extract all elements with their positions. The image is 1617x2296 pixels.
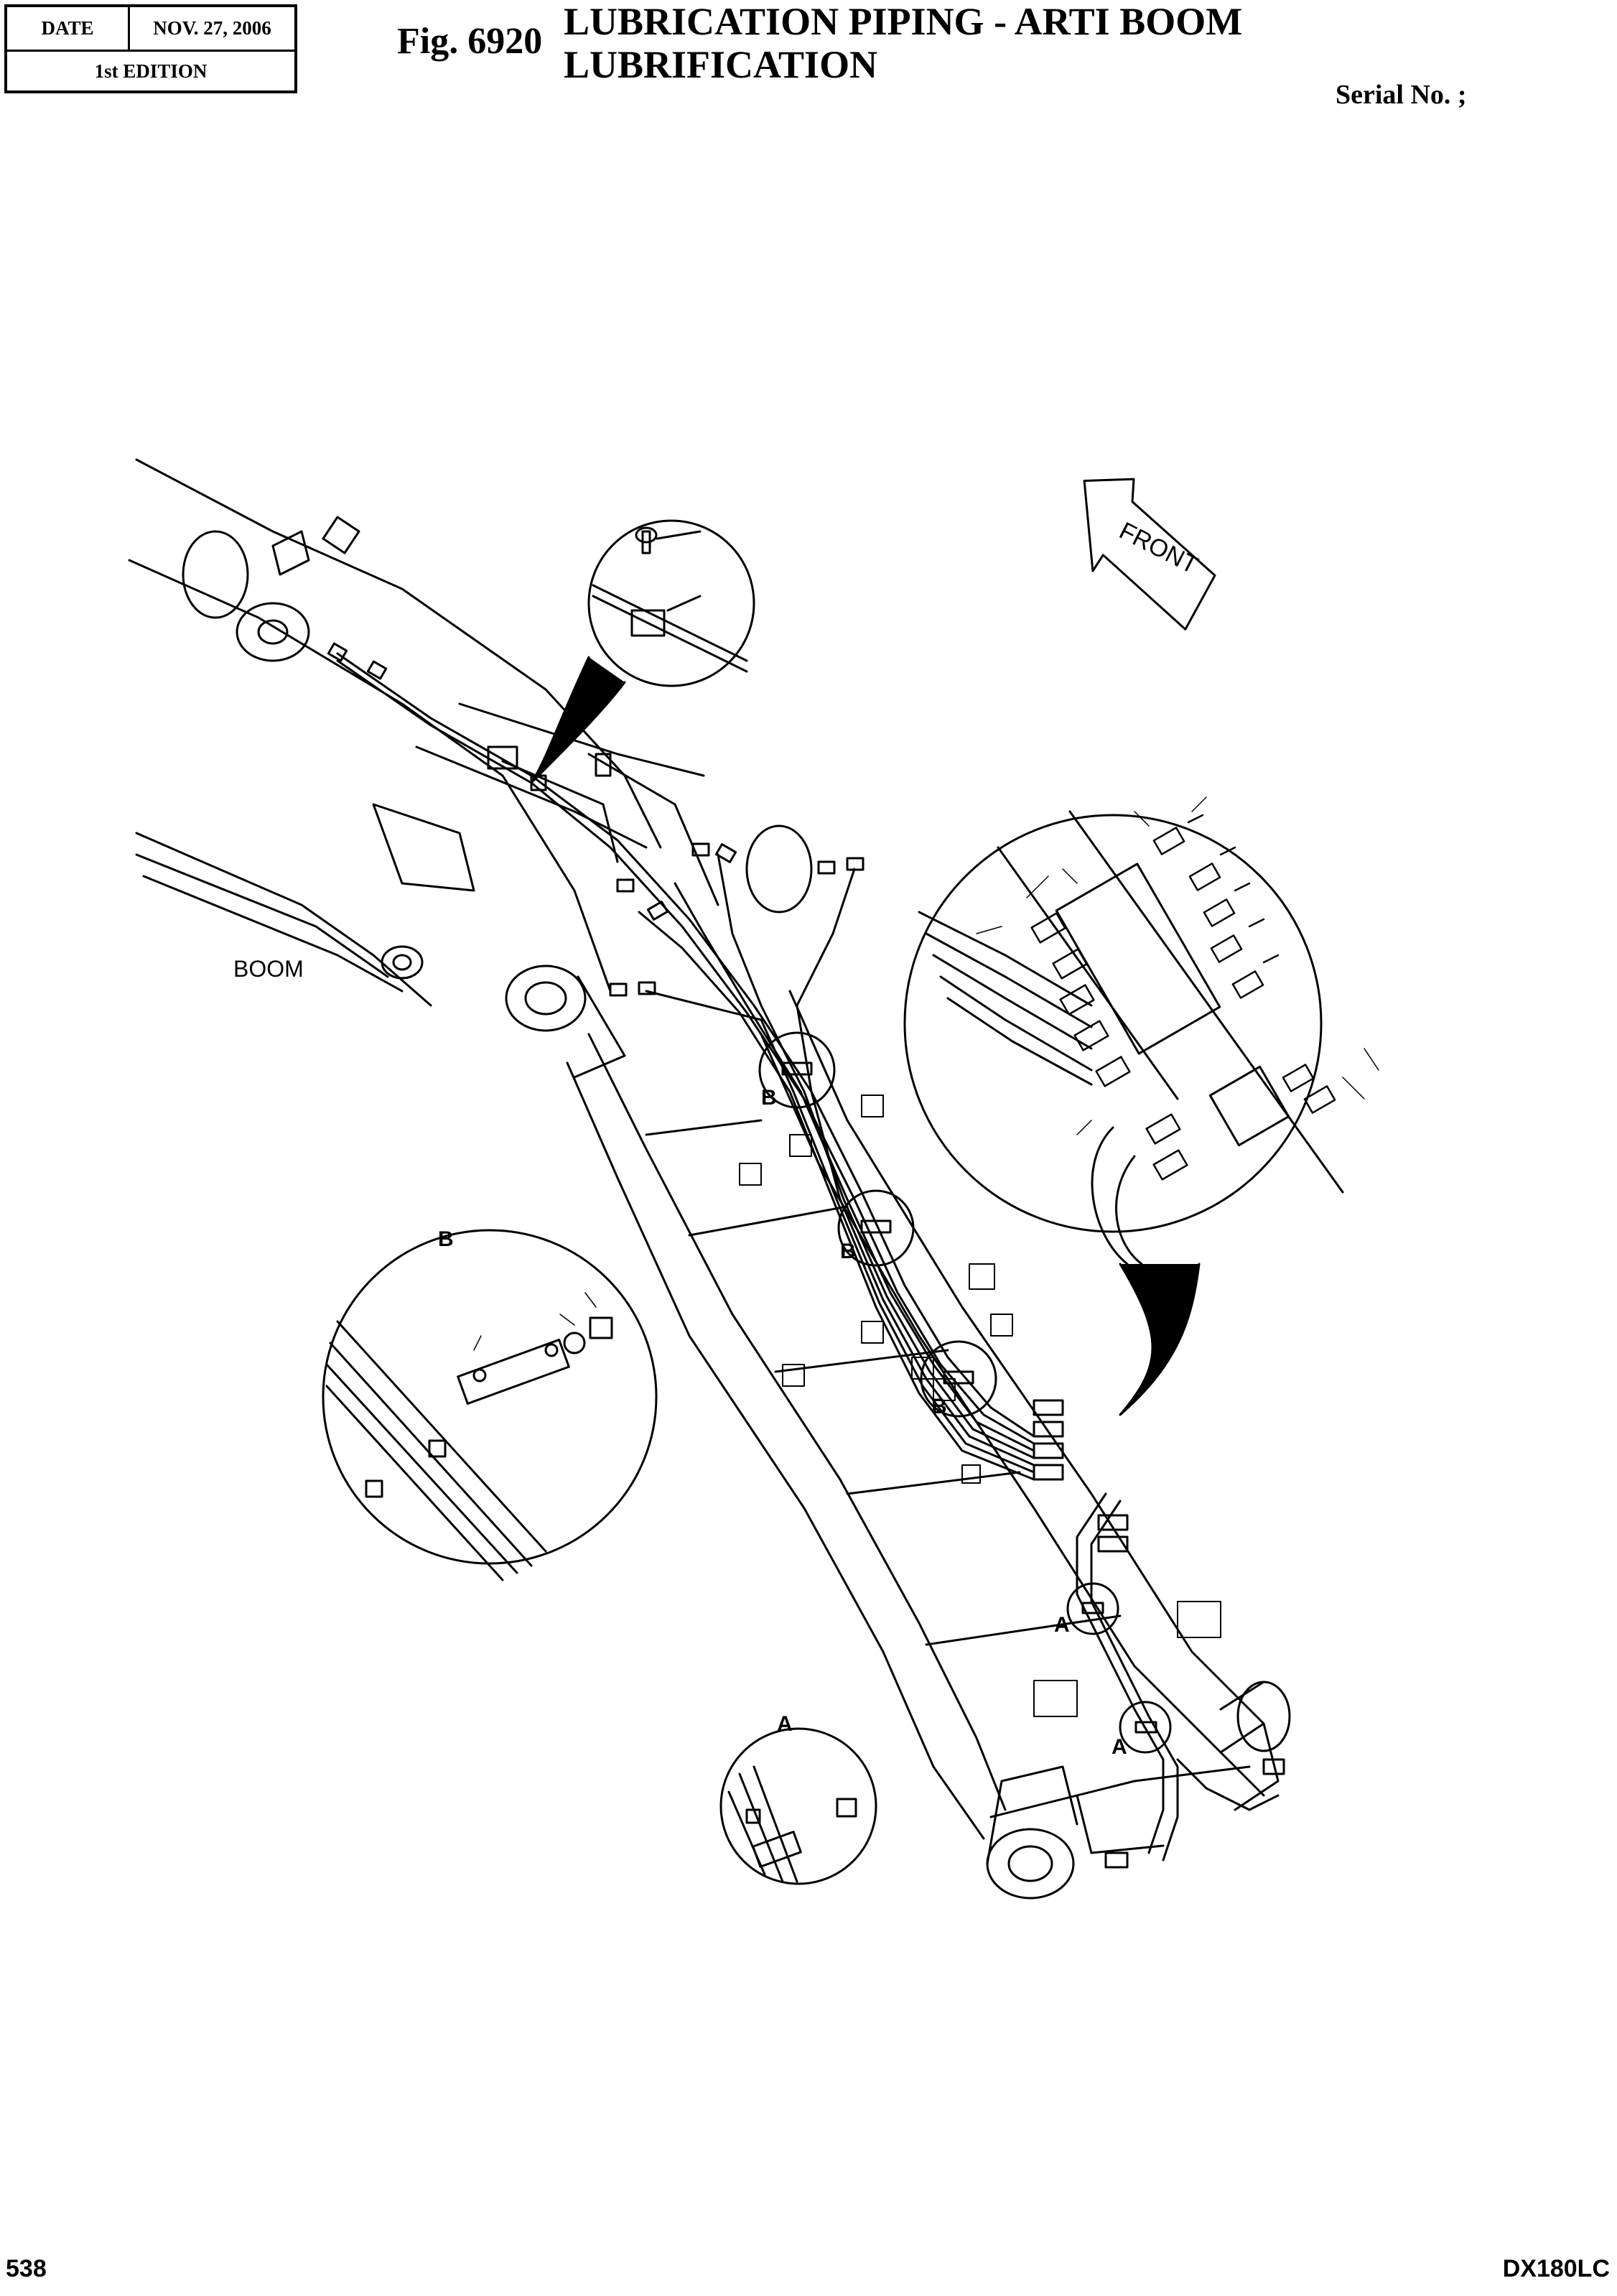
hose-clamps — [758, 1031, 1172, 1754]
callout-fittings — [1030, 814, 1336, 1181]
callout-leaders — [976, 796, 1379, 1135]
title-line-1: LUBRICATION PIPING - ARTI BOOM — [564, 0, 1243, 43]
header-divider — [128, 7, 130, 52]
detail-b-marker-1: B — [761, 1086, 777, 1110]
front-arrow — [1083, 478, 1216, 631]
detail-fitting-block-callout — [903, 810, 1344, 1416]
hose-fittings — [327, 642, 1285, 1869]
boom-label: BOOM — [233, 956, 304, 982]
upper-boom-outline — [128, 458, 719, 1007]
figure-title: LUBRICATION PIPING - ARTI BOOM LUBRIFICA… — [564, 0, 1353, 86]
model-name: DX180LC — [1502, 2255, 1610, 2282]
lubrication-hoses — [336, 652, 1280, 1862]
header-row — [7, 7, 294, 52]
detail-b-title: B — [438, 1227, 454, 1251]
title-line-2: LUBRIFICATION — [564, 43, 878, 86]
date-value: NOV. 27, 2006 — [153, 17, 271, 39]
figure-number: Fig. 6920 — [397, 21, 543, 62]
boom-arm-outline — [566, 990, 1280, 1854]
detail-b-marker-3: B — [931, 1395, 947, 1418]
detail-bracket-callout — [530, 519, 755, 784]
detail-a-marker-2: A — [1112, 1735, 1127, 1759]
date-label: DATE — [41, 17, 94, 39]
detail-a-callout — [719, 1727, 877, 1885]
detail-b-callout — [322, 1229, 658, 1581]
boom-plates — [739, 1094, 1221, 1717]
header-box: DATE NOV. 27, 2006 1st EDITION — [4, 4, 297, 93]
boom-end-pivot — [986, 1681, 1291, 1900]
detail-a-marker-1: A — [1054, 1613, 1070, 1637]
serial-number: Serial No. ; — [1336, 80, 1467, 110]
detail-a-title: A — [777, 1712, 793, 1736]
page-number: 538 — [6, 2255, 47, 2282]
upper-pivot-bosses — [182, 516, 813, 1079]
detail-b-marker-2: B — [840, 1240, 856, 1263]
edition-label: 1st EDITION — [94, 60, 208, 82]
